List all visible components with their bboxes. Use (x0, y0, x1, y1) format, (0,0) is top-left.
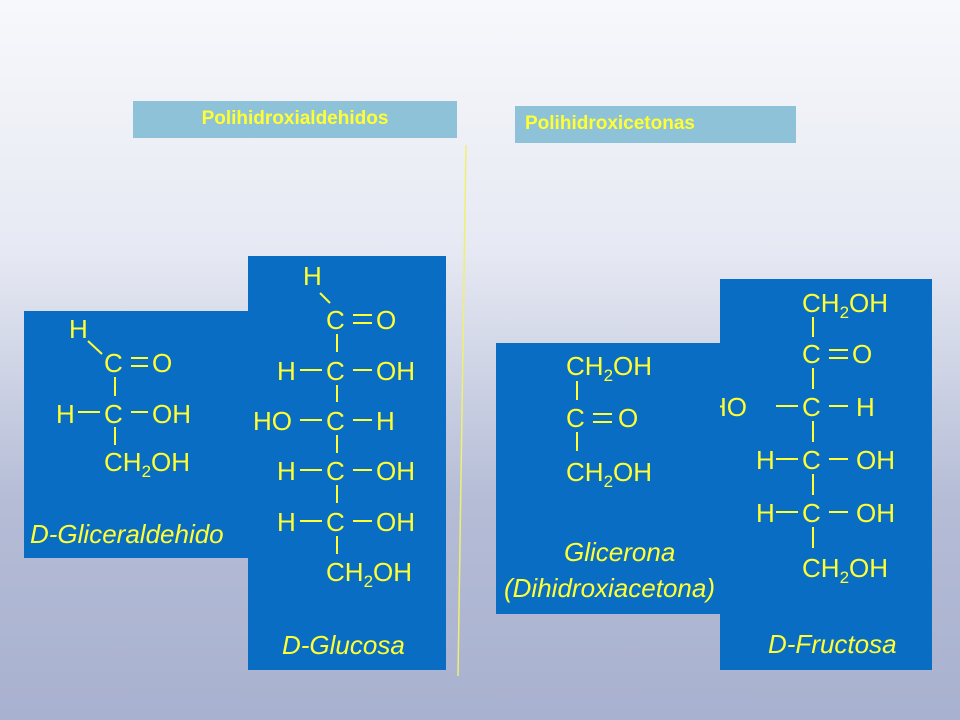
glucose-o1: O (376, 305, 396, 335)
glyceraldehyde-panel: H C O H C OH CH2OH D-Gliceraldehido (24, 311, 248, 558)
dihydroxyacetone-name-line2: (Dihidroxiacetona) (504, 573, 715, 603)
fructose-oh4: OH (856, 445, 895, 475)
dihydroxyacetone-o: O (618, 403, 638, 433)
glucose-c3: C (326, 406, 345, 436)
glyceraldehyde-oh2: OH (152, 399, 191, 429)
fructose-oh5: OH (856, 498, 895, 528)
glucose-h3: H (376, 406, 395, 436)
fructose-o2: O (852, 339, 872, 369)
fructose-name: D-Fructosa (768, 629, 897, 659)
fructose-c2: C (802, 339, 821, 369)
glucose-c4: C (326, 456, 345, 486)
glyceraldehyde-ch2oh: CH2OH (104, 447, 190, 481)
glucose-ho3: HO (253, 406, 292, 436)
glucose-oh2: OH (376, 356, 415, 386)
glucose-c1: C (326, 305, 345, 335)
fructose-c4: C (802, 445, 821, 475)
ketones-header: Polihidroxicetonas (515, 106, 796, 143)
glucose-structure: H C O H C OH HO C H H C OH H C OH C (253, 261, 415, 591)
glucose-ch2oh: CH2OH (326, 557, 412, 591)
glucose-h2: H (277, 356, 296, 386)
glucose-oh4: OH (376, 456, 415, 486)
fructose-panel: CH2OH C O HO C H H C OH H C OH CH2OH D-F… (720, 279, 932, 670)
glucose-c5: C (326, 507, 345, 537)
glucose-h-top: H (303, 261, 322, 291)
fructose-structure: CH2OH C O HO C H H C OH H C OH CH2OH (720, 288, 895, 587)
glyceraldehyde-o1: O (152, 348, 172, 378)
dihydroxyacetone-panel: CH2OH C O CH2OH Glicerona (Dihidroxiacet… (496, 343, 720, 614)
glucose-c2: C (326, 356, 345, 386)
glucose-name: D-Glucosa (282, 630, 405, 660)
glyceraldehyde-h-top: H (69, 314, 88, 344)
glyceraldehyde-name: D-Gliceraldehido (30, 519, 224, 549)
glucose-h4: H (277, 456, 296, 486)
fructose-ho3: HO (720, 392, 747, 422)
dihydroxyacetone-structure: CH2OH C O CH2OH (566, 351, 652, 491)
glucose-h5: H (277, 507, 296, 537)
dihydroxyacetone-name-line1: Glicerona (564, 537, 676, 567)
fructose-h3: H (856, 392, 875, 422)
aldehydes-header: Polihidroxialdehidos (133, 101, 457, 138)
glucose-panel: H C O H C OH HO C H H C OH H C OH C (248, 256, 446, 670)
glyceraldehyde-c2: C (104, 399, 123, 429)
fructose-c5: C (802, 498, 821, 528)
dihydroxyacetone-c: C (566, 403, 585, 433)
fructose-h4: H (756, 445, 775, 475)
fructose-ch2oh-top: CH2OH (802, 288, 888, 322)
fructose-ch2oh-bottom: CH2OH (802, 553, 888, 587)
glyceraldehyde-structure: H C O H C OH CH2OH (56, 314, 191, 481)
glyceraldehyde-h2: H (56, 399, 75, 429)
fructose-c3: C (802, 392, 821, 422)
dihydroxyacetone-ch2oh-top: CH2OH (566, 351, 652, 385)
glucose-oh5: OH (376, 507, 415, 537)
dihydroxyacetone-ch2oh-bottom: CH2OH (566, 457, 652, 491)
fructose-h5: H (756, 498, 775, 528)
glyceraldehyde-c1: C (104, 348, 123, 378)
